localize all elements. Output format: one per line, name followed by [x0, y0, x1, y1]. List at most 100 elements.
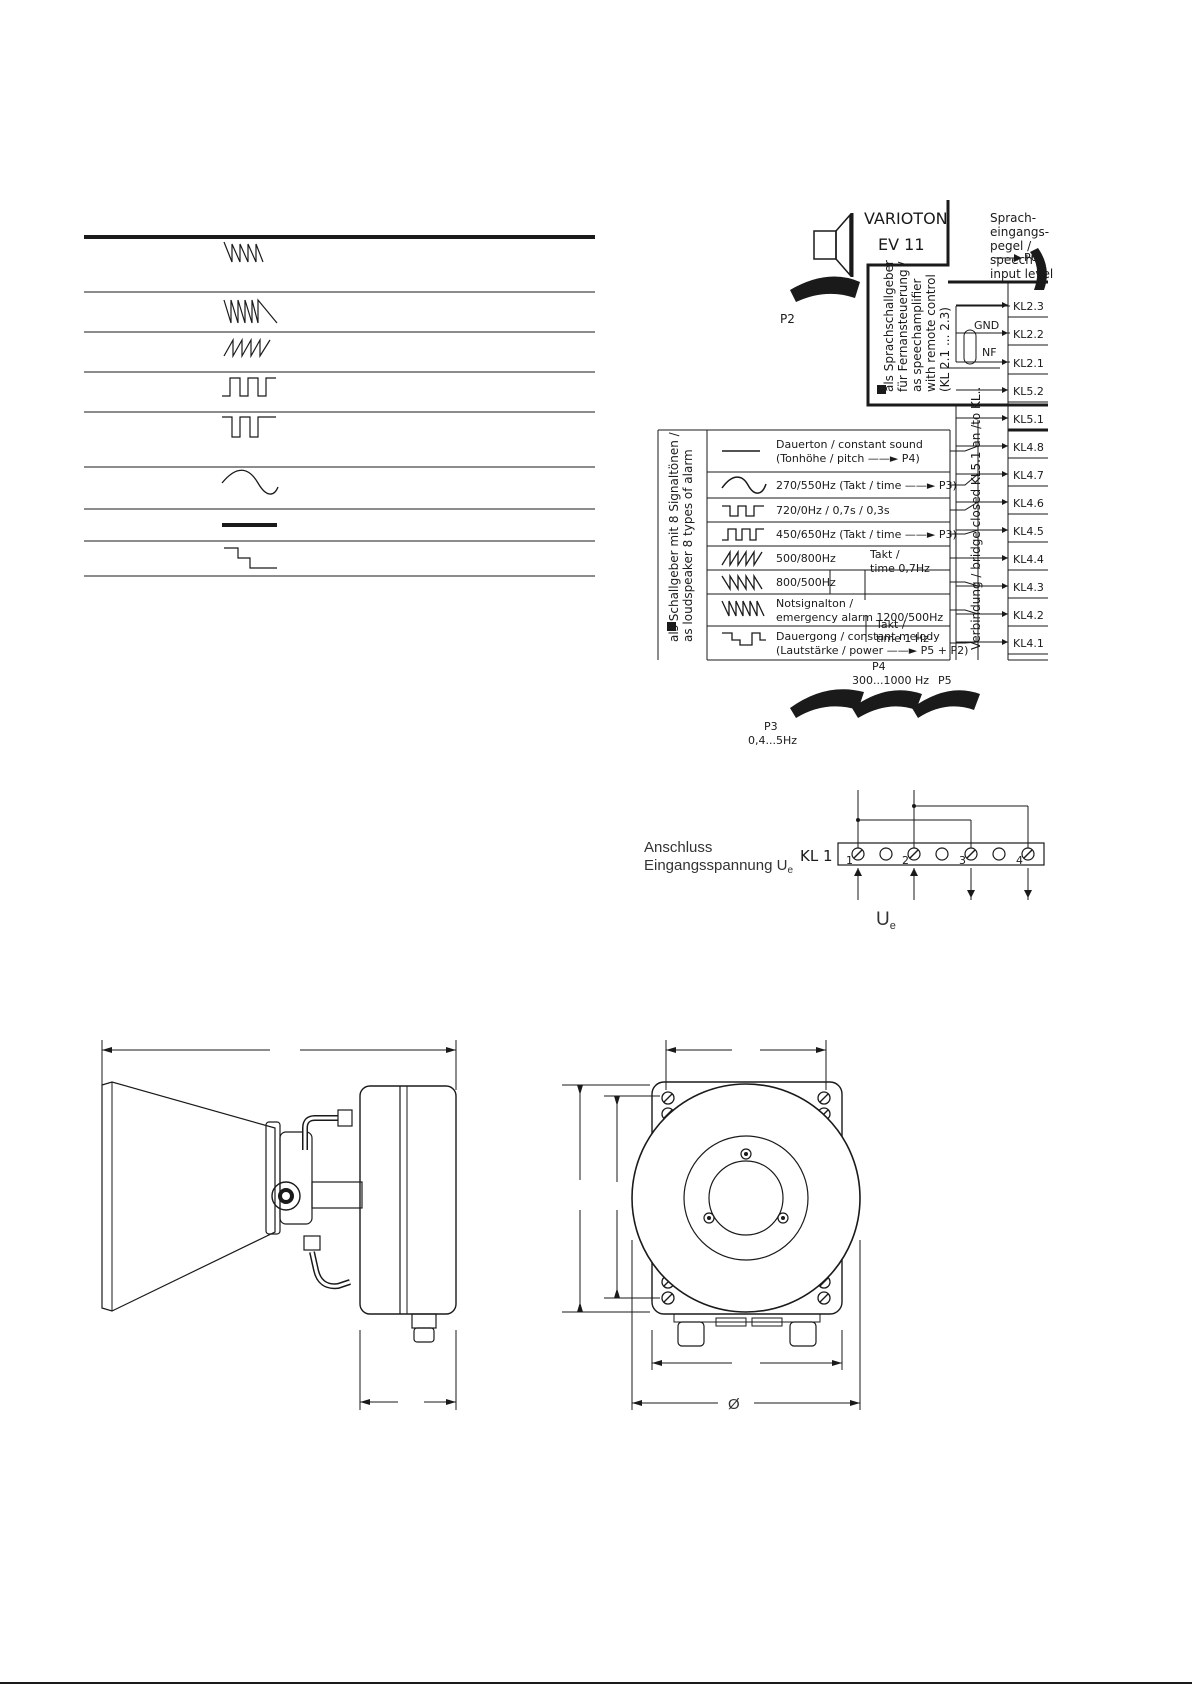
- waveform-500-800-icon: [223, 337, 271, 359]
- pot-p4-label: P4: [872, 660, 886, 673]
- pot-p2-label: P2: [780, 312, 795, 326]
- terminal-label: KL2.2: [1013, 328, 1044, 341]
- bridge-label: Verbindung / bridge closed KL5.1 an /to …: [969, 387, 983, 650]
- speech-mode-line4: with remote control: [924, 274, 938, 392]
- terminal-label: KL4.3: [1013, 581, 1044, 594]
- pot-p3-range: 0,4...5Hz: [748, 734, 797, 747]
- signal-label: Dauergong / constant melody: [776, 630, 940, 643]
- pot-p6-icon: [1030, 248, 1047, 290]
- waveform-sine-small-icon: [721, 476, 767, 494]
- signal-label-2: (Tonhöhe / pitch ——► P4): [776, 452, 920, 465]
- waveform-500-small-icon: [721, 549, 763, 568]
- signal-label: Notsignalton /: [776, 597, 853, 610]
- terminal-label: KL5.2: [1013, 385, 1044, 398]
- device-name-line1: VARIOTON: [864, 209, 948, 228]
- speech-mode-line1: als Sprachschallgeber: [882, 260, 896, 392]
- wiring-diagram: VARIOTON EV 11 Sprach- eingangs- pegel /…: [657, 200, 1053, 747]
- svg-text:Eingangsspannung Ue: Eingangsspannung Ue: [644, 857, 793, 876]
- terminal-label: KL4.4: [1013, 553, 1044, 566]
- svg-text:Ue: Ue: [876, 909, 896, 932]
- waveform-emergency-small-icon: [721, 600, 765, 617]
- speech-input-line1: Sprach-: [990, 211, 1036, 225]
- connection-label-sub: e: [787, 865, 793, 876]
- terminal-label: KL4.8: [1013, 441, 1044, 454]
- speech-mode-line5: (KL 2.1 ... 2.3): [938, 307, 952, 392]
- terminal-label: KL4.2: [1013, 609, 1044, 622]
- speech-mode-line3: as speechamplifier: [910, 278, 924, 392]
- signal-label: 270/550Hz (Takt / time ——► P3): [776, 479, 957, 492]
- bullet-loudspeaker-mode: [667, 622, 676, 631]
- signal-label: 450/650Hz (Takt / time ——► P3): [776, 528, 957, 541]
- ue-sub: e: [890, 920, 896, 932]
- takt-07-line2: time 0,7Hz: [870, 562, 930, 575]
- speech-input-line3: pegel /: [990, 239, 1032, 253]
- waveform-emergency-icon: [223, 241, 264, 263]
- terminal-label: KL2.1: [1013, 357, 1044, 370]
- speech-input-line4: speech-: [990, 253, 1037, 267]
- waveform-450-650-icon: [222, 377, 276, 397]
- terminal-label: KL4.1: [1013, 637, 1044, 650]
- loudspeaker-mode-line1: als Schallgeber mit 8 Signaltönen /: [667, 431, 681, 642]
- screw-icon: [661, 1291, 675, 1305]
- signal-label-2: (Lautstärke / power ——► P5 + P2): [776, 644, 968, 657]
- signal-symbol-table: [84, 235, 595, 577]
- terminal-hole-icon: [935, 847, 949, 861]
- kl1-label: KL 1: [800, 847, 833, 865]
- signal-label: 800/500Hz: [776, 576, 836, 589]
- terminal-hole-icon: [992, 847, 1006, 861]
- gnd-label: GND: [974, 319, 999, 332]
- waveform-450-small-icon: [722, 528, 764, 541]
- speaker-icon: [813, 213, 854, 277]
- device-name-line2: EV 11: [878, 235, 925, 254]
- pin-number: 3: [959, 854, 966, 867]
- waveform-720-small-icon: [722, 505, 764, 517]
- svg-text:als Sprachschallgeber fü: als Sprachschallgeber für Fernansteuerun…: [882, 256, 952, 392]
- pin-number: 1: [846, 854, 853, 867]
- terminal-hole-icon: [879, 847, 893, 861]
- nf-label: NF: [982, 346, 997, 359]
- signal-label-2: emergency alarm 1200/500Hz: [776, 611, 943, 624]
- speech-input-line2: eingangs-: [990, 225, 1049, 239]
- speech-mode-line2: für Fernansteuerung /: [896, 261, 910, 392]
- signal-label: Dauerton / constant sound: [776, 438, 923, 451]
- pot-p5-label: P5: [938, 674, 952, 687]
- pot-p4-icon: [852, 690, 922, 718]
- signal-label: 720/0Hz / 0,7s / 0,3s: [776, 504, 890, 517]
- screw-icon: [817, 1091, 831, 1105]
- terminal-label: KL4.5: [1013, 525, 1044, 538]
- svg-text:Takt / time 0,7Hz: Takt / time 0,7Hz: [869, 548, 930, 575]
- bullet-speech-mode: [877, 385, 886, 394]
- waveform-melody-icon: [224, 547, 277, 569]
- takt-07-line1: Takt /: [869, 548, 900, 561]
- waveform-800-500-icon: [223, 298, 278, 324]
- terminal-label: KL4.6: [1013, 497, 1044, 510]
- ue-label: U: [876, 909, 890, 930]
- svg-text:Takt / time 1 Hz: Takt / time 1 Hz: [875, 618, 929, 645]
- pot-p5-icon: [912, 690, 980, 718]
- waveform-800-small-icon: [721, 573, 763, 592]
- loudspeaker-mode-line2: as loudspeaker 8 types of alarm: [681, 449, 695, 642]
- svg-text:als Schallgeber mit 8 Signaltö: als Schallgeber mit 8 Signaltönen / as l…: [667, 428, 695, 642]
- takt-1-line1: Takt /: [875, 618, 906, 631]
- side-view-drawing: [101, 1040, 457, 1410]
- terminal-label: KL2.3: [1013, 300, 1044, 313]
- takt-1-line2: time 1 Hz: [876, 632, 929, 645]
- pin-number: 4: [1016, 854, 1023, 867]
- signal-label: 500/800Hz: [776, 552, 836, 565]
- connection-label-line2: Eingangsspannung U: [644, 857, 787, 874]
- pot-p3-label: P3: [764, 720, 778, 733]
- pot-p4-range: 300...1000 Hz: [852, 674, 929, 687]
- screw-icon: [661, 1091, 675, 1105]
- terminal-label: KL4.7: [1013, 469, 1044, 482]
- waveform-sine-icon: [221, 469, 279, 495]
- screw-icon: [817, 1291, 831, 1305]
- diameter-symbol: Ø: [728, 1396, 740, 1413]
- pin-number: 2: [902, 854, 909, 867]
- waveform-720-0-icon: [222, 416, 276, 438]
- waveform-melody-small-icon: [722, 632, 766, 646]
- terminal-strip: [837, 842, 1045, 866]
- front-view-drawing: Ø: [562, 1040, 861, 1413]
- terminal-label: KL5.1: [1013, 413, 1044, 426]
- pot-p3-icon: [790, 689, 864, 718]
